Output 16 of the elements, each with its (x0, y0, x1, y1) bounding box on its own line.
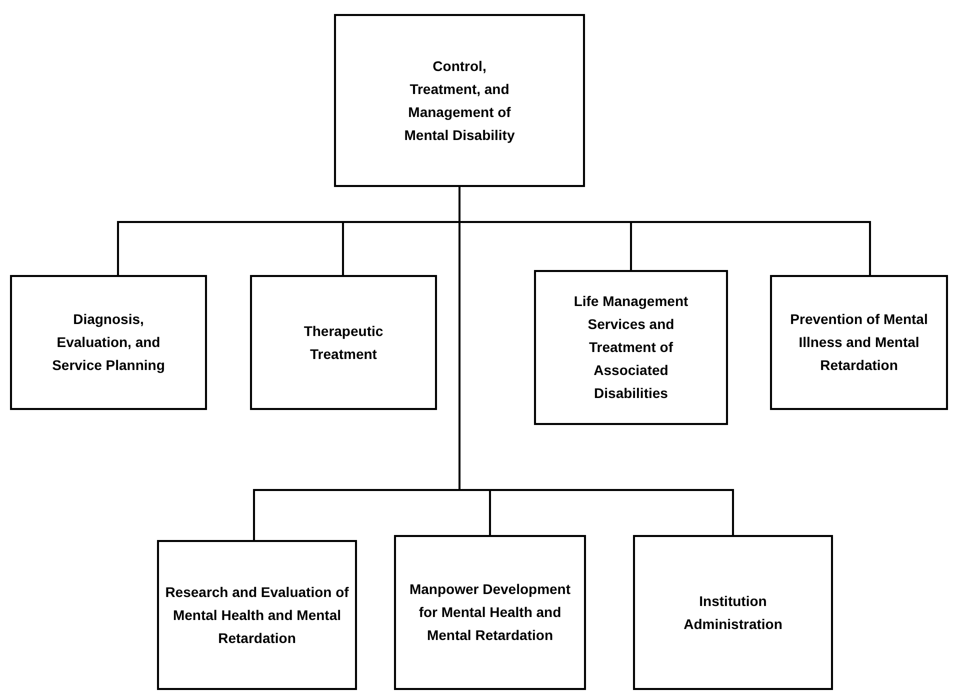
box-label: Control, Treatment, and Management of Mental Disability (403, 56, 516, 145)
org-box (633, 535, 833, 690)
org-box (10, 275, 207, 410)
box-label: Therapeutic Treatment (302, 322, 384, 364)
box-label: Research and Evaluation of Mental Health and Mental Retardation (164, 582, 350, 648)
org-box (770, 275, 948, 410)
box-label: Manpower Development for Mental Health and Mental Retardation (408, 580, 572, 645)
org-box (250, 275, 437, 410)
org-box (334, 14, 585, 187)
org-box (157, 540, 357, 690)
box-label: Prevention of Mental Illness and Mental Retardation (789, 310, 929, 375)
box-label: Institution Administration (682, 592, 784, 634)
box-label: Diagnosis, Evaluation, and Service Planning (51, 310, 166, 375)
org-box (534, 270, 728, 425)
org-box (394, 535, 586, 690)
box-label: Life Management Services and Treatment of Associated Disabilities (572, 292, 690, 403)
